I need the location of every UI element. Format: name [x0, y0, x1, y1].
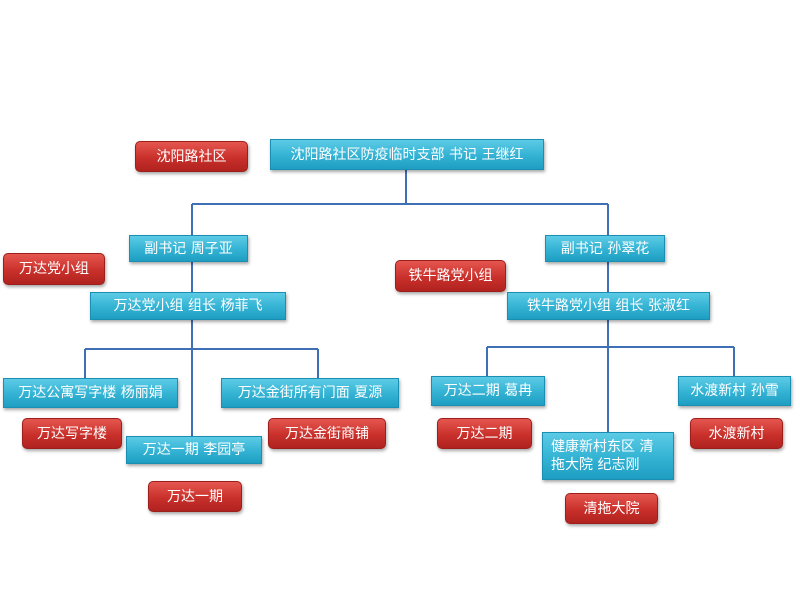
right-group-tag: 铁牛路党小组 — [395, 260, 506, 292]
right-group-leader-node: 铁牛路党小组 组长 张淑红 — [507, 292, 710, 320]
left-member-1-tag: 万达写字楼 — [22, 418, 122, 449]
right-member-3-tag: 水渡新村 — [690, 418, 783, 449]
right-member-3-node: 水渡新村 孙雪 — [678, 376, 791, 406]
left-member-1-node: 万达公寓写字楼 杨丽娟 — [3, 378, 178, 408]
left-group-leader-node: 万达党小组 组长 杨菲飞 — [90, 292, 286, 320]
left-member-3-node: 万达金街所有门面 夏源 — [221, 378, 399, 408]
right-member-2-node: 健康新村东区 清拖大院 纪志刚 — [542, 432, 674, 480]
right-member-2-tag: 清拖大院 — [565, 493, 658, 524]
right-member-1-node: 万达二期 葛冉 — [431, 376, 545, 406]
left-group-tag: 万达党小组 — [3, 253, 105, 285]
left-deputy-node: 副书记 周子亚 — [129, 235, 248, 262]
left-member-3-tag: 万达金街商铺 — [268, 418, 386, 449]
right-deputy-node: 副书记 孙翠花 — [545, 235, 665, 262]
left-member-2-node: 万达一期 李园亭 — [126, 436, 262, 464]
root-node: 沈阳路社区防疫临时支部 书记 王继红 — [270, 139, 544, 170]
left-member-2-tag: 万达一期 — [148, 481, 242, 512]
right-member-1-tag: 万达二期 — [437, 418, 532, 449]
community-tag: 沈阳路社区 — [135, 141, 248, 172]
